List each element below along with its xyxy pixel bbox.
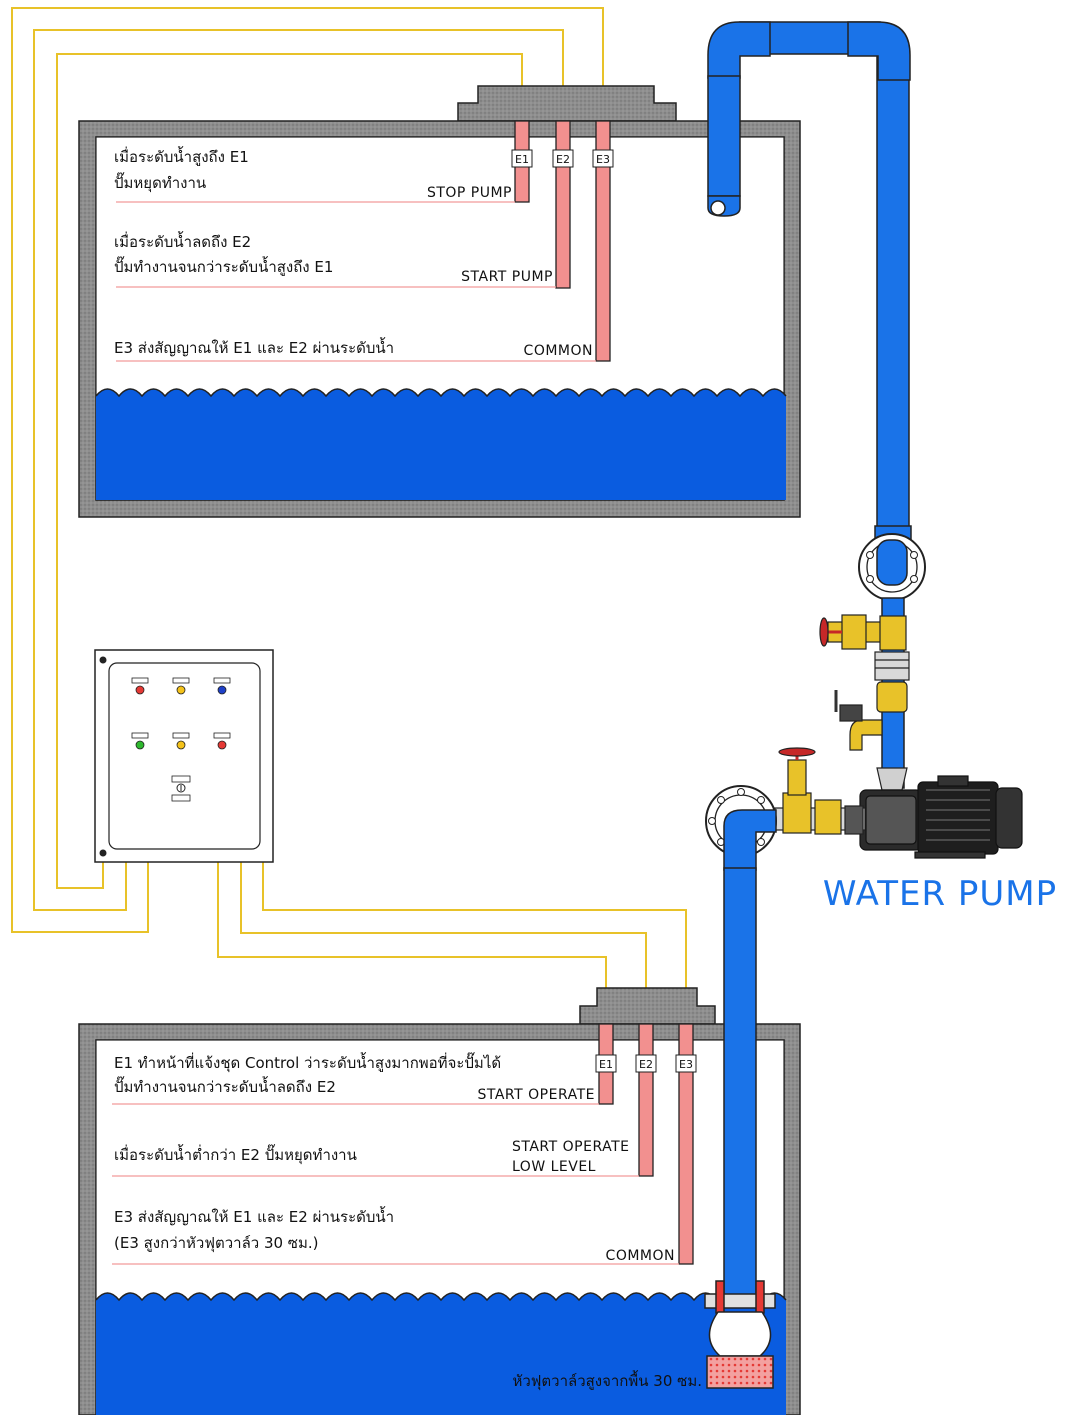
lower-note-2-line1: เมื่อระดับน้ำต่ำกว่า E2 ปั๊มหยุดทำงาน xyxy=(114,1144,357,1165)
union-fitting xyxy=(874,651,910,713)
upper-water xyxy=(96,389,786,500)
lower-probe-e3-label: E3 xyxy=(679,1058,693,1071)
lower-manhole-cover xyxy=(579,987,716,1025)
upper-note-stop: เมื่อระดับน้ำสูงถึง E1 ปั๊มหยุดทำงาน STO… xyxy=(114,146,515,203)
upper-note-start-line1: เมื่อระดับน้ำลดถึง E2 xyxy=(114,231,251,251)
upper-note-stop-line1: เมื่อระดับน้ำสูงถึง E1 xyxy=(114,146,249,166)
lower-tank: E1 E2 E3 E1 ทำหน้าที่แจ้งชุด Control ว่า… xyxy=(78,987,801,1416)
lower-note-common: E3 ส่งสัญญาณให้ E1 และ E2 ผ่านระดับน้ำ (… xyxy=(112,1206,679,1265)
lower-note-1-line1: E1 ทำหน้าที่แจ้งชุด Control ว่าระดับน้ำส… xyxy=(114,1052,501,1073)
wire-upper-e1 xyxy=(56,53,523,889)
discharge-pipe xyxy=(707,21,912,565)
pilot-lamp-2-1 xyxy=(131,732,149,750)
lower-water xyxy=(96,1293,786,1415)
suction-pipe xyxy=(723,867,757,1297)
upper-tag-start-pump: START PUMP xyxy=(461,269,553,285)
lower-note-3-line1: E3 ส่งสัญญาณให้ E1 และ E2 ผ่านระดับน้ำ xyxy=(114,1206,394,1226)
suction-fittings xyxy=(774,747,866,835)
lower-note-low-level: เมื่อระดับน้ำต่ำกว่า E2 ปั๊มหยุดทำงาน ST… xyxy=(112,1139,639,1177)
pump-outlet xyxy=(876,767,908,791)
wire-upper-e2 xyxy=(33,29,564,911)
upper-manhole-cover xyxy=(457,85,677,122)
upper-note-common: E3 ส่งสัญญาณให้ E1 และ E2 ผ่านระดับน้ำ C… xyxy=(114,337,596,362)
upper-flange xyxy=(858,533,926,601)
gate-valve-upper xyxy=(819,614,907,651)
upper-tag-stop-pump: STOP PUMP xyxy=(427,185,512,201)
ball-valve-side xyxy=(834,690,883,751)
upper-probe-e2-label: E2 xyxy=(556,153,570,166)
lower-probe-e1: E1 xyxy=(595,1023,617,1105)
lower-note-3-line2: (E3 สูงกว่าหัวฟุตวาล์ว 30 ซม.) xyxy=(114,1234,319,1253)
wire-lower-e1 xyxy=(217,860,607,1024)
lower-note-1-line2: ปั๊มทำงานจนกว่าระดับน้ำลดถึง E2 xyxy=(114,1076,336,1096)
upper-tank: E1 E2 E3 เมื่อระดับน้ำสูงถึง E1 ปั๊มหยุด… xyxy=(78,85,801,518)
selector-switch[interactable] xyxy=(171,775,191,802)
signal-wires xyxy=(11,7,687,1024)
upper-probe-e3-label: E3 xyxy=(596,153,610,166)
upper-probe-e1-label: E1 xyxy=(515,153,529,166)
upper-note-start: เมื่อระดับน้ำลดถึง E2 ปั๊มทำงานจนกว่าระด… xyxy=(114,231,556,288)
lower-tag-common: COMMON xyxy=(606,1248,675,1264)
pilot-lamp-1-1 xyxy=(131,677,149,695)
foot-valve xyxy=(704,1280,776,1389)
pilot-lamp-2-2 xyxy=(172,732,190,750)
upper-note-stop-line2: ปั๊มหยุดทำงาน xyxy=(114,172,206,193)
lower-probe-e1-label: E1 xyxy=(599,1058,613,1071)
lower-probe-e2-label: E2 xyxy=(639,1058,653,1071)
upper-probe-e1: E1 xyxy=(511,120,533,203)
upper-note-common-line1: E3 ส่งสัญญาณให้ E1 และ E2 ผ่านระดับน้ำ xyxy=(114,337,394,357)
control-panel xyxy=(94,649,274,863)
upper-tag-common: COMMON xyxy=(524,343,593,359)
lower-probe-e2: E2 xyxy=(635,1023,657,1177)
wire-upper-e3 xyxy=(11,7,604,933)
upper-note-start-line2: ปั๊มทำงานจนกว่าระดับน้ำสูงถึง E1 xyxy=(114,256,333,276)
upper-probe-e2: E2 xyxy=(552,120,574,289)
water-pump-label: WATER PUMP xyxy=(823,874,1057,914)
pilot-lamp-2-3 xyxy=(213,732,231,750)
lower-probe-e3: E3 xyxy=(675,1023,697,1265)
lower-tag-low-level: LOW LEVEL xyxy=(512,1159,596,1175)
upper-probe-e3: E3 xyxy=(592,120,614,362)
wire-lower-e2 xyxy=(240,860,647,1024)
lower-tag-start-operate-2: START OPERATE xyxy=(512,1139,630,1155)
wire-lower-e3 xyxy=(262,860,687,1024)
lower-note-start-operate: E1 ทำหน้าที่แจ้งชุด Control ว่าระดับน้ำส… xyxy=(112,1052,599,1105)
pilot-lamp-1-2 xyxy=(172,677,190,695)
lower-tag-start-operate: START OPERATE xyxy=(478,1087,596,1103)
suction-flange xyxy=(705,785,777,871)
pilot-lamp-1-3 xyxy=(213,677,231,695)
foot-valve-note: หัวฟุตวาล์วสูงจากพื้น 30 ซม. xyxy=(512,1370,702,1391)
control-panel-lamps xyxy=(131,677,231,750)
water-pump xyxy=(859,775,1023,859)
